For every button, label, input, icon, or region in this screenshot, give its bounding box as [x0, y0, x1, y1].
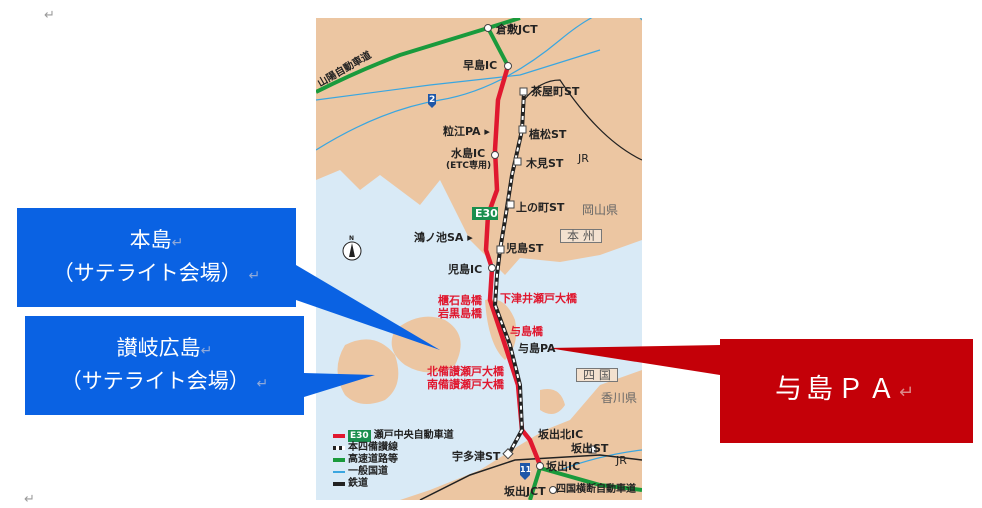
paragraph-mark: ↵	[44, 8, 55, 23]
jr-line-shikoku	[419, 454, 642, 500]
label-tsubue-pa: 粒江PA ▸	[443, 125, 490, 138]
label-route2: 2	[429, 95, 436, 105]
label-sakaide-jct: 坂出JCT	[504, 485, 546, 498]
label-yoshima-bridge: 与島橋	[510, 325, 543, 338]
legend-item: 鉄道	[333, 478, 454, 490]
e30-sign-icon	[472, 207, 498, 220]
label-compass-n: N	[349, 235, 355, 242]
label-chayamachi-st: 茶屋町ST	[531, 85, 580, 98]
label-kojima-ic: 児島IC	[448, 263, 483, 276]
route11-shield-icon	[520, 463, 530, 480]
land-shikoku	[400, 370, 642, 500]
label-kurashiki-jct: 倉敷JCT	[496, 23, 538, 36]
legend-item: 本四備讃線	[333, 442, 454, 454]
label-yoshima-pa: 与島PA	[518, 342, 556, 355]
route2-shield-icon	[428, 94, 436, 108]
callout-pointer-honjima	[296, 265, 440, 350]
label-minamibisan-bridge: 南備讃瀬戸大橋	[427, 378, 504, 391]
island-hiroshima	[337, 339, 399, 404]
label-etc-only: (ETC専用)	[446, 161, 492, 171]
label-kounoike-sa: 鴻ノ池SA ▸	[414, 231, 473, 244]
national-road	[316, 18, 642, 151]
label-hayashima-ic: 早島IC	[463, 59, 498, 72]
label-route11: 11	[520, 465, 532, 474]
island-small	[540, 389, 565, 414]
label-kitabisan-bridge: 北備讃瀬戸大橋	[427, 365, 504, 378]
label-iwakurojima-bridge: 岩黒島橋	[438, 307, 482, 320]
label-kimi-st: 木見ST	[526, 157, 564, 170]
legend-item: 一般国道	[333, 466, 454, 478]
shikoku-odan-expressway	[528, 466, 642, 500]
label-sakaide-st: 坂出ST	[571, 442, 609, 455]
label-jr-shikoku: JR	[616, 454, 627, 467]
label-kagawa-pref: 香川県	[601, 391, 638, 405]
legend-item: 高速道路等	[333, 454, 454, 466]
label-kojima-st: 児島ST	[506, 242, 544, 255]
label-e30: E30	[475, 207, 498, 220]
callout-pointer-hiroshima	[304, 373, 375, 397]
land-honshu	[316, 18, 642, 275]
label-uematsu-st: 植松ST	[529, 128, 567, 141]
label-jr: JR	[578, 152, 589, 165]
label-hitsuishijima-bridge: 櫃石島橋	[438, 294, 482, 307]
sanyo-expressway	[316, 25, 510, 94]
label-sakaide-kita-ic: 坂出北IC	[538, 428, 584, 441]
callout-honjima: 本島↵ （サテライト会場） ↵	[17, 208, 296, 307]
callout-sanuki-hiroshima: 讃岐広島↵ （サテライト会場） ↵	[25, 316, 304, 415]
jr-line	[523, 79, 642, 161]
label-honshu: 本 州	[560, 229, 602, 243]
label-shikoku-odan: 四国横断自動車道	[556, 484, 636, 495]
label-shikoku: 四 国	[576, 368, 618, 382]
national-road-2	[316, 49, 601, 101]
label-kaminocho-st: 上の町ST	[516, 201, 565, 214]
label-okayama-pref: 岡山県	[582, 203, 619, 217]
label-mizushima-ic: 水島IC	[451, 147, 486, 160]
paragraph-mark: ↵	[24, 492, 35, 507]
label-shimotsui-bridge: 下津井瀬戸大橋	[500, 292, 577, 305]
callout-pointer-yoshima	[548, 345, 720, 375]
callout-yoshima-pa: 与島ＰＡ↵	[720, 339, 973, 443]
label-sakaide-ic: 坂出IC	[546, 460, 581, 473]
label-utazu-st: 宇多津ST	[452, 450, 501, 463]
